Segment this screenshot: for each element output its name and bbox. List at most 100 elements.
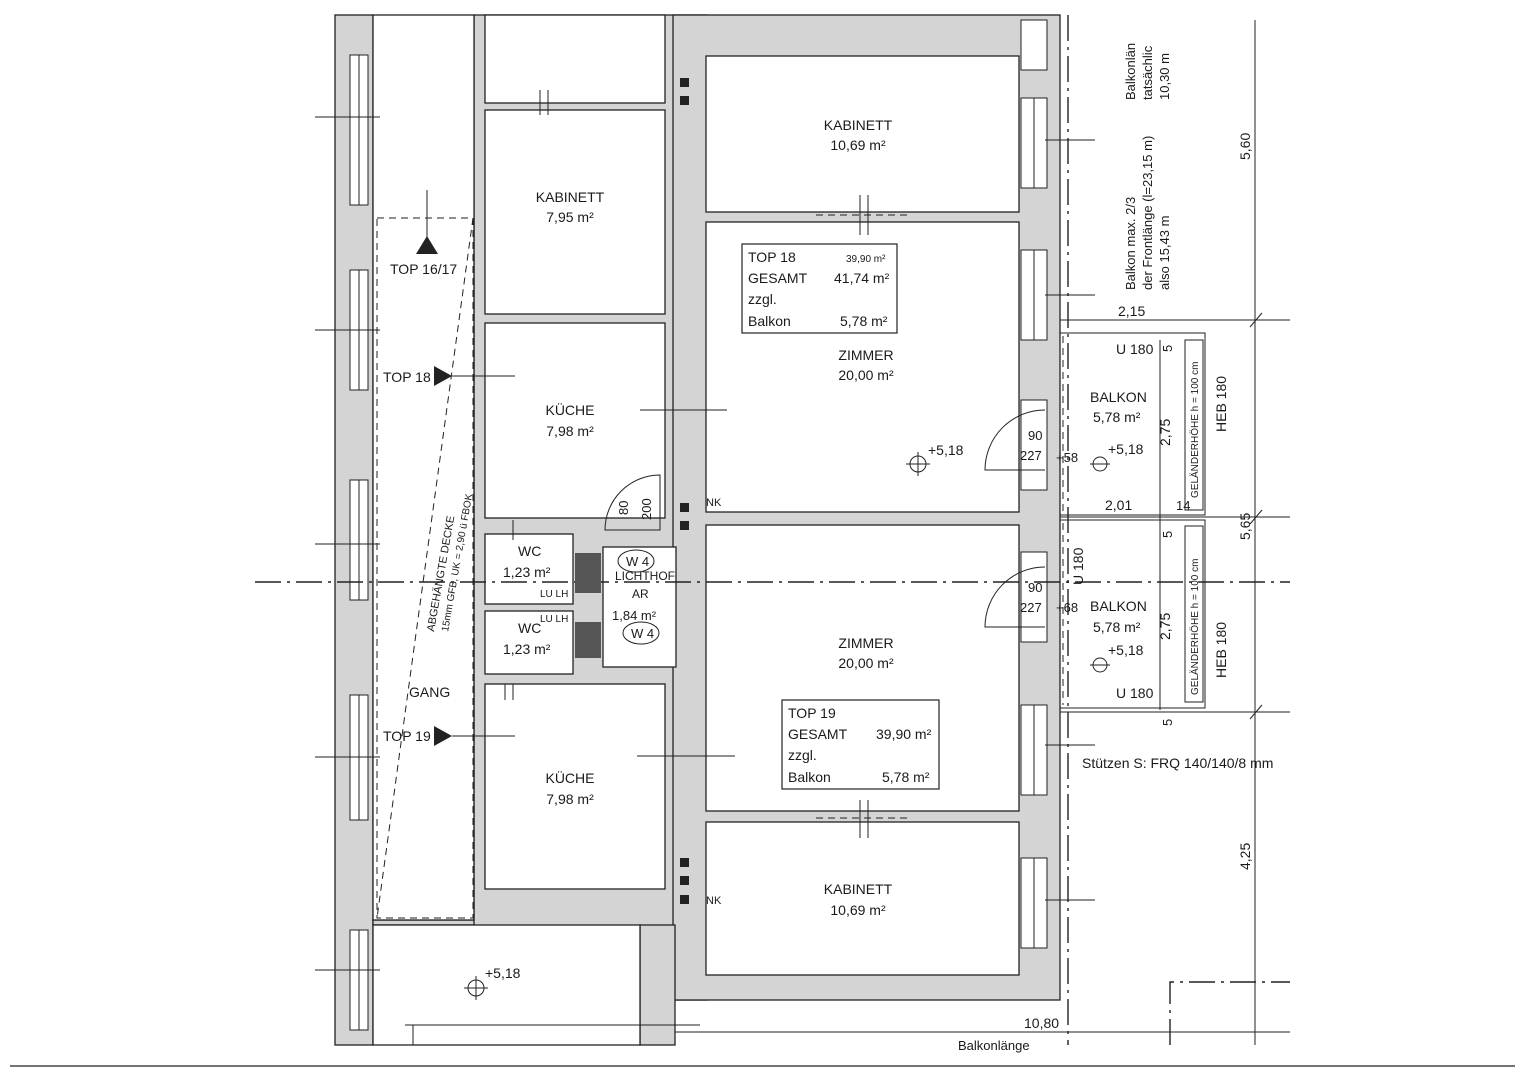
wall-lower-pier (639, 924, 676, 1046)
room-area: 7,98 m² (546, 423, 594, 439)
beam-label: HEB 180 (1213, 376, 1229, 432)
room-area: 20,00 m² (838, 655, 894, 671)
balcony-frames (1059, 332, 1206, 709)
top18-box: TOP 18 39,90 m² GESAMT 41,74 m² zzgl. Ba… (741, 243, 898, 334)
room-area: 5,78 m² (1093, 619, 1141, 635)
kueche-lower-void (484, 683, 666, 890)
top18-label: TOP 18 (383, 369, 431, 385)
beam-label: U 180 (1116, 341, 1154, 357)
beam-label: U 180 (1070, 547, 1086, 585)
dim-text: 2,75 (1157, 613, 1173, 640)
gelaender-label: GELÄNDERHÖHE h = 100 cm (1189, 559, 1201, 695)
dim-text: 5 (1160, 345, 1175, 352)
stuetzen-note: Stützen S: FRQ 140/140/8 mm (1082, 755, 1273, 771)
window (1020, 19, 1048, 71)
dim-text: 5 (1160, 719, 1175, 726)
room-area: 10,69 m² (830, 902, 886, 918)
room-area: 7,95 m² (546, 209, 594, 225)
door-height: 200 (639, 498, 654, 520)
top19-box: TOP 19 GESAMT 39,90 m² zzgl. Balkon 5,78… (781, 699, 940, 790)
door-swings (604, 409, 1046, 628)
door-dims: 90 227 90 227 80 200 (616, 428, 1042, 615)
lichthof-void (602, 546, 677, 668)
note-line: Balkon max. 2/3 (1123, 197, 1138, 290)
room-area: 1,84 m² (612, 608, 657, 623)
window (1020, 399, 1048, 491)
triangle-marker (416, 236, 438, 254)
box-balkon-label: Balkon (788, 769, 831, 785)
beam-label: U 180 (1116, 685, 1154, 701)
dim-text: 2,75 (1157, 419, 1173, 446)
box-balkon-value: 5,78 m² (840, 313, 888, 329)
room-name: KABINETT (536, 189, 605, 205)
window (1020, 551, 1048, 643)
room-name: LICHTHOF (615, 569, 675, 583)
box-zzgl: zzgl. (748, 291, 777, 307)
door-width: 90 (1028, 428, 1042, 443)
room-area: 5,78 m² (1093, 409, 1141, 425)
room-name: KABINETT (824, 117, 893, 133)
door-height: 227 (1020, 448, 1042, 463)
shaft-squares (575, 78, 689, 904)
room-name: BALKON (1090, 389, 1147, 405)
w4-tag: W 4 (626, 554, 649, 569)
gang-outline (376, 217, 474, 919)
room-name: GANG (409, 684, 450, 700)
triangle-marker (434, 366, 452, 386)
note-line: Balkonlän (1123, 43, 1138, 100)
room-name: ZIMMER (838, 635, 893, 651)
room-name: WC (518, 620, 541, 636)
windows-right (1020, 19, 1048, 949)
note-line: also 15,43 m (1157, 216, 1172, 290)
kueche-upper-void (484, 322, 666, 519)
lu-lh-tag: LU LH (540, 614, 568, 625)
lu-lh-tag: LU LH (540, 589, 568, 600)
door-height: 227 (1020, 600, 1042, 615)
top19-label: TOP 19 (383, 728, 431, 744)
wc-lower-void (484, 610, 574, 675)
dim-text: 10,80 (1024, 1015, 1059, 1031)
notes: Balkon max. 2/3 der Frontlänge (l=23,15 … (958, 43, 1273, 1053)
dim-text: 5,60 (1237, 133, 1253, 160)
room-labels: KABINETT 10,69 m² KABINETT 7,95 m² ZIMME… (409, 117, 1147, 918)
room-name: KABINETT (824, 881, 893, 897)
dim-text: 4,25 (1237, 843, 1253, 870)
triangle-marker (434, 726, 452, 746)
dimension-texts: 2,15 2,01 14 2,75 2,75 5 5 5 5,60 5,65 4… (1024, 133, 1253, 1031)
dim-text: 14 (1176, 498, 1190, 513)
box-title: TOP 19 (788, 705, 836, 721)
room-area: 10,69 m² (830, 137, 886, 153)
door-width: 80 (616, 501, 631, 515)
room-name: WC (518, 543, 541, 559)
nk-tag: NK (706, 895, 722, 907)
kabinett-top-void (705, 55, 1020, 213)
level-door-lower: +68 (1056, 600, 1078, 615)
dim-text: 2,01 (1105, 497, 1132, 513)
kabinett-left-void (484, 109, 666, 315)
note-line: tatsächlic (1140, 45, 1155, 100)
box-gesamt-value: 39,90 m² (876, 726, 932, 742)
dim-text: 2,15 (1118, 303, 1145, 319)
level-entry: +5,18 (485, 965, 521, 981)
box-gesamt-label: GESAMT (748, 270, 808, 286)
door-openings (488, 90, 910, 838)
door-width: 90 (1028, 580, 1042, 595)
box-gesamt-value: 41,74 m² (834, 270, 890, 286)
bottom-note: Balkonlänge (958, 1038, 1030, 1053)
box-title: TOP 18 (748, 249, 796, 265)
axes (255, 15, 1290, 1045)
box-balkon-value: 5,78 m² (882, 769, 930, 785)
nk-tag: NK (706, 497, 722, 509)
w4-tag: W 4 (631, 626, 654, 641)
gang-void (372, 14, 475, 921)
dim-text: 5,65 (1237, 513, 1253, 540)
kabinett-bottom-void (705, 821, 1020, 976)
top-left-void (484, 14, 666, 104)
note-line: der Frontlänge (l=23,15 m) (1140, 136, 1155, 290)
room-name: KÜCHE (545, 769, 594, 786)
beam-labels: U 180 U 180 U 180 HEB 180 HEB 180 GELÄND… (1070, 341, 1229, 701)
gelaender-label: GELÄNDERHÖHE h = 100 cm (1189, 362, 1201, 498)
box-gesamt-label: GESAMT (788, 726, 848, 742)
room-area: 1,23 m² (503, 564, 551, 580)
